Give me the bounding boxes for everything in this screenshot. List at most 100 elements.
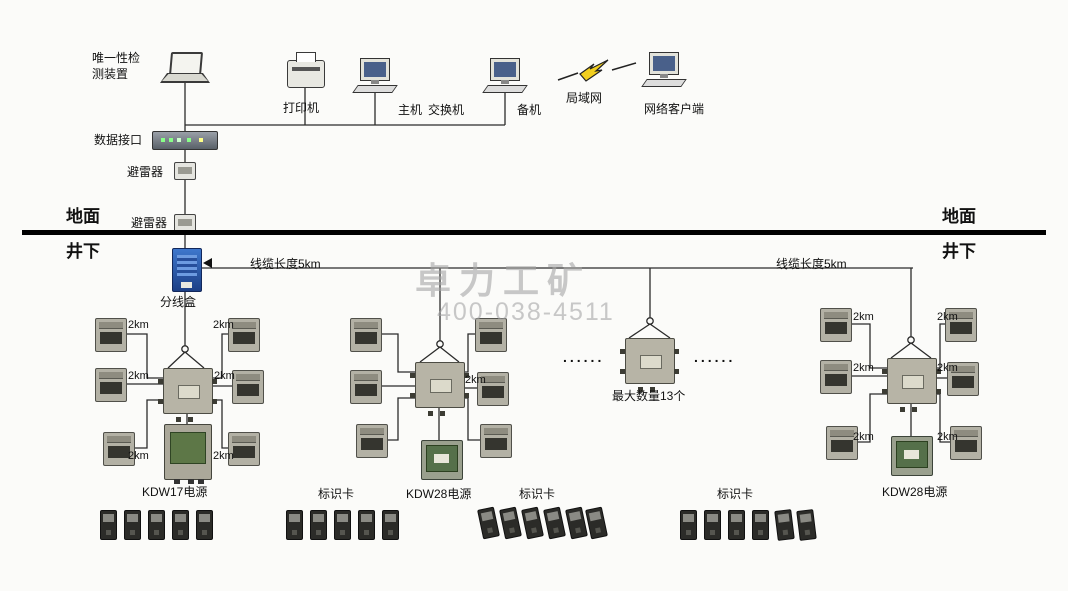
kdw28-power-device <box>421 440 463 480</box>
segment-label: 2km <box>853 431 874 443</box>
lan-label: 局域网 <box>566 91 603 105</box>
reader-device <box>947 362 979 396</box>
kdw28-label: KDW28电源 <box>882 485 948 499</box>
id-card <box>382 510 399 540</box>
arrester-label: 避雷器 <box>127 165 164 179</box>
switch-label: 交换机 <box>428 103 465 117</box>
kdw28-power-device <box>891 436 933 476</box>
substation-hub <box>882 358 937 404</box>
arrester-label: 避雷器 <box>131 216 168 230</box>
cable-arrow-icon <box>203 258 212 268</box>
laptop-icon <box>160 52 210 86</box>
host-label: 主机 <box>398 103 423 117</box>
segment-label: 2km <box>214 370 235 382</box>
substation-hub <box>410 362 465 408</box>
reader-device <box>950 426 982 460</box>
reader-device <box>820 308 852 342</box>
id-card <box>100 510 117 540</box>
id-card <box>728 510 745 540</box>
kdw17-power-device <box>164 424 212 484</box>
segment-label: 2km <box>128 370 149 382</box>
surface-underground-divider <box>22 230 1046 235</box>
monitor-icon <box>360 58 390 81</box>
segment-label: 2km <box>853 311 874 323</box>
cable-length-label: 线缆长度5km <box>776 257 847 271</box>
reader-device <box>228 432 260 466</box>
id-card <box>796 509 817 541</box>
reader-device <box>480 424 512 458</box>
printer-icon <box>287 52 325 88</box>
id-card <box>680 510 697 540</box>
monitor-icon <box>490 58 520 81</box>
ellipsis-right: ...... <box>694 349 736 365</box>
monitor-icon <box>649 52 679 75</box>
segment-label: 2km <box>213 319 234 331</box>
reader-device <box>95 368 127 402</box>
segment-label: 2km <box>465 374 486 386</box>
junction-box-label: 分线盒 <box>160 295 197 309</box>
id-card <box>310 510 327 540</box>
substation-hub <box>620 338 675 384</box>
reader-device <box>350 370 382 404</box>
reader-device <box>820 360 852 394</box>
tag-card-label: 标识卡 <box>717 487 754 501</box>
id-card <box>334 510 351 540</box>
lan-lightning-icon <box>557 59 637 82</box>
laptop-base <box>160 73 210 83</box>
reader-device <box>945 308 977 342</box>
keyboard-icon <box>641 79 687 87</box>
id-card <box>124 510 141 540</box>
segment-label: 2km <box>853 362 874 374</box>
id-card <box>358 510 375 540</box>
ground-label-left: 地面 <box>66 207 100 226</box>
backup-label: 备机 <box>517 103 542 117</box>
keyboard-icon <box>352 85 398 93</box>
kdw17-label: KDW17电源 <box>142 485 208 499</box>
id-card <box>286 510 303 540</box>
laptop-screen <box>168 52 204 76</box>
id-card <box>752 510 769 540</box>
network-client-icon <box>641 52 687 87</box>
reader-device <box>103 432 135 466</box>
detector-label: 唯一性检测装置 <box>92 51 141 82</box>
id-card <box>704 510 721 540</box>
reader-device <box>475 318 507 352</box>
max-count-label: 最大数量13个 <box>612 389 686 403</box>
reader-device <box>228 318 260 352</box>
ground-label-right: 地面 <box>942 207 976 226</box>
id-card <box>196 510 213 540</box>
segment-label: 2km <box>937 311 958 323</box>
keyboard-icon <box>482 85 528 93</box>
reader-device <box>356 424 388 458</box>
underground-label-right: 井下 <box>942 242 976 261</box>
backup-computer-icon <box>482 58 528 93</box>
segment-label: 2km <box>128 450 149 462</box>
id-card <box>148 510 165 540</box>
segment-label: 2km <box>213 450 234 462</box>
reader-device <box>826 426 858 460</box>
id-card <box>172 510 189 540</box>
kdw28-label: KDW28电源 <box>406 487 472 501</box>
junction-box-device <box>172 248 202 292</box>
segment-label: 2km <box>937 362 958 374</box>
tag-card-label: 标识卡 <box>318 487 355 501</box>
printer-label: 打印机 <box>283 101 320 115</box>
substation-hub <box>158 368 213 414</box>
reader-device <box>477 372 509 406</box>
segment-label: 2km <box>128 319 149 331</box>
data-interface-device <box>152 131 218 150</box>
segment-label: 2km <box>937 431 958 443</box>
data-interface-label: 数据接口 <box>94 133 143 147</box>
reader-device <box>232 370 264 404</box>
client-label: 网络客户端 <box>644 102 705 116</box>
tag-card-label: 标识卡 <box>519 487 556 501</box>
id-card <box>774 509 795 541</box>
reader-device <box>350 318 382 352</box>
host-computer-icon <box>352 58 398 93</box>
cable-length-label: 线缆长度5km <box>250 257 321 271</box>
lightning-arrester-device <box>174 162 196 180</box>
underground-label-left: 井下 <box>66 242 100 261</box>
reader-device <box>95 318 127 352</box>
